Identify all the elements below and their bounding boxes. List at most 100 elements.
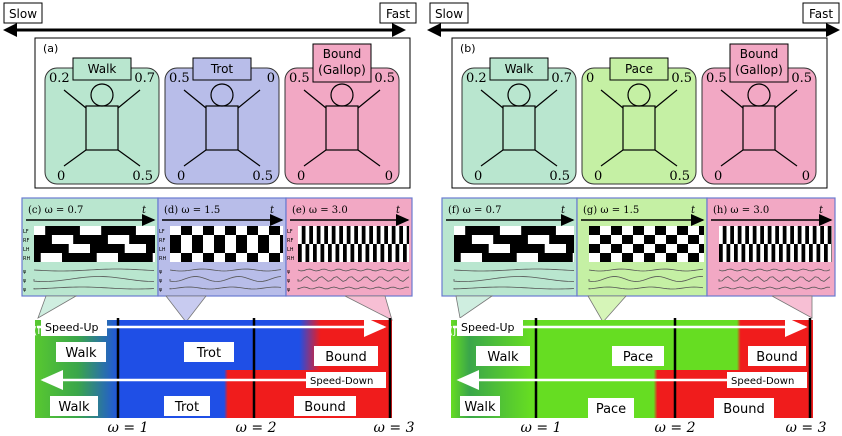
time-label: t (561, 205, 566, 216)
fast-label: Fast (809, 7, 833, 21)
row-label: LF (159, 229, 165, 235)
gait-name-box (729, 43, 789, 83)
footfall-mark (589, 244, 600, 253)
footfall-mark (764, 253, 768, 262)
footfall-mark (549, 235, 574, 244)
up-gait-label-1: Trot (196, 346, 221, 361)
footfall-mark (358, 253, 362, 262)
footfall-mark (726, 244, 731, 253)
footfall-mark (741, 244, 746, 253)
fast-arrowhead (392, 23, 406, 37)
footfall-mark (399, 226, 403, 235)
row-label: LH (23, 247, 30, 253)
phase-lh: 0 (714, 169, 722, 184)
down-gait-label-2: Bound (304, 400, 346, 415)
footfall-mark (611, 226, 622, 235)
footfall-mark (805, 226, 809, 235)
omega-label-3: ω = 3 (374, 420, 415, 436)
slow-label: Slow (435, 7, 463, 21)
speed-up-label-box (457, 318, 523, 336)
gait-name: Trot (210, 62, 234, 76)
footfall-mark (465, 226, 500, 235)
phase-trace (169, 268, 282, 272)
footfall-mark (794, 244, 798, 253)
footfall-mark (361, 226, 366, 235)
down-gait-label-2: Bound (723, 402, 765, 417)
speed-up-label: Speed-Up (45, 321, 99, 334)
footfall-mark (801, 244, 806, 253)
footfall-mark (790, 235, 794, 244)
row-label: RH (159, 256, 166, 262)
leg-rf (117, 89, 141, 109)
footfall-mark (805, 235, 809, 244)
footfall-mark (331, 226, 336, 235)
footfall-mark (380, 244, 385, 253)
time-label: t (396, 205, 401, 216)
footfall-mark (388, 253, 392, 262)
speed-up-label: Speed-Up (461, 321, 515, 334)
footfall-mark (376, 226, 381, 235)
pattern-label: (e) ω = 3.0 (292, 205, 348, 216)
phase-trace (453, 286, 575, 290)
phase-rh: 0.5 (132, 169, 153, 184)
footfall-mark (749, 244, 753, 253)
footfall-mark (831, 244, 832, 253)
footfall-mark (350, 253, 355, 262)
footfall-mark (730, 226, 734, 235)
footfall-mark (538, 253, 573, 262)
phase-rh: 0 (802, 169, 810, 184)
phase-rf: 0.7 (134, 71, 155, 86)
footfall-mark (644, 235, 655, 244)
slow-label-box (429, 2, 469, 24)
footfall-mark (403, 244, 407, 253)
footfall-mark (816, 253, 821, 262)
leg-rh (654, 149, 678, 167)
footfall-mark (343, 253, 347, 262)
fast-arrowhead (826, 23, 840, 37)
down-gait-label-1: Pace (596, 402, 626, 417)
footfall-mark (388, 244, 392, 253)
footfall-mark (170, 235, 181, 244)
up-gait-label-2: Bound (756, 350, 798, 365)
footfall-mark (611, 244, 622, 253)
phase-trace (453, 268, 575, 272)
callout-pace-right (587, 295, 627, 323)
phase-trace (169, 276, 282, 282)
footfall-mark (269, 226, 280, 235)
footfall-mark (280, 235, 283, 244)
footfall-mark (764, 244, 768, 253)
phase-rf: 0 (267, 71, 275, 86)
footfall-mark (45, 226, 80, 235)
footfall-mark (225, 253, 236, 262)
row-label: RF (23, 238, 29, 244)
leg-lf (480, 89, 504, 109)
footfall-mark (666, 253, 677, 262)
footfall-mark (309, 235, 313, 244)
gait-name: Bound (740, 47, 778, 61)
leg-lh (303, 149, 327, 167)
phase-rf: 0.5 (671, 71, 692, 86)
robot-body (742, 105, 776, 151)
footfall-mark (369, 235, 373, 244)
leg-lf (303, 89, 327, 109)
footfall-mark (34, 253, 41, 262)
footfall-mark (373, 253, 377, 262)
footfall-mark (214, 235, 225, 244)
footfall-mark (298, 253, 302, 262)
footfall-mark (354, 226, 358, 235)
footfall-mark (101, 226, 136, 235)
footfall-mark (677, 226, 688, 235)
footfall-mark (320, 253, 325, 262)
leg-lh (183, 149, 207, 167)
phase-lh: 0 (57, 169, 65, 184)
footfall-mark (521, 226, 556, 235)
row-label: ψ (23, 278, 27, 284)
footfall-mark (305, 253, 310, 262)
fast-label: Fast (386, 7, 410, 21)
footfall-mark (373, 244, 377, 253)
footfall-mark (786, 244, 791, 253)
footfall-mark (380, 253, 385, 262)
